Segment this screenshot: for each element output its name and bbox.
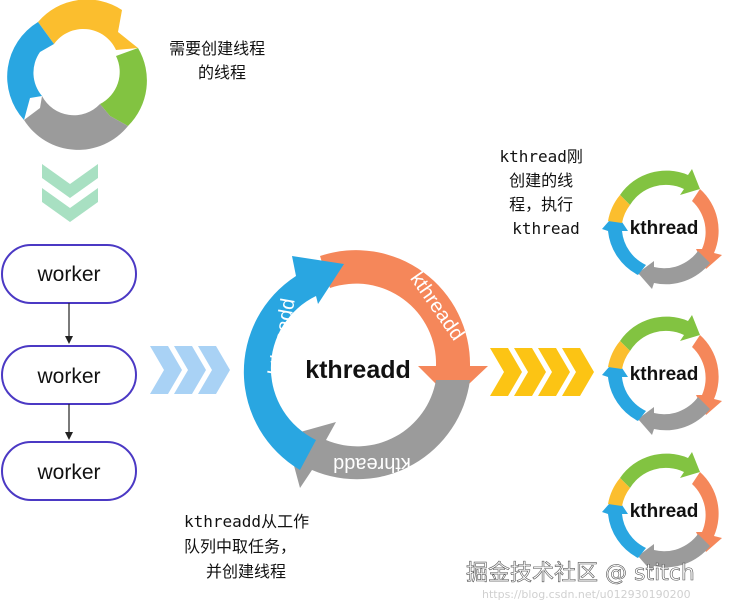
worker-label: worker xyxy=(36,461,100,484)
kthread-cycle: kthread xyxy=(602,169,722,289)
caption-line: 队列中取任务， xyxy=(184,537,296,556)
cycle-segment-blue xyxy=(7,22,54,120)
right-chevron-arrow xyxy=(150,346,230,394)
kthread-label: kthread xyxy=(630,218,699,239)
caption-line: 创建的线 xyxy=(509,171,573,190)
caption-line: 的线程 xyxy=(198,63,246,82)
segment-label: kthreadd xyxy=(333,453,411,475)
watermark: 掘金技术社区 @ stitch https://blog.csdn.net/u0… xyxy=(466,561,695,601)
thread-cycle-icon xyxy=(7,0,147,150)
caption-line: 程，执行 xyxy=(509,195,573,214)
kthreadd-cycle: kthreadd kthreadd kthreadd kthreadd xyxy=(243,250,488,488)
caption-line: kthreadd从工作 xyxy=(184,512,309,531)
kthread-cycle: kthread xyxy=(602,452,722,572)
cycle-segment-yellow xyxy=(38,0,138,50)
cycle-segment-gray xyxy=(24,96,128,150)
kthread-cycle: kthread xyxy=(602,315,722,435)
kthreadd-segment-gray xyxy=(286,380,470,488)
kthreadd-title: kthreadd xyxy=(305,356,411,384)
down-chevron-arrow xyxy=(42,164,98,222)
caption-line: 需要创建线程 xyxy=(169,39,265,58)
right-chevron-arrow xyxy=(490,348,594,396)
watermark-url: https://blog.csdn.net/u012930190200 xyxy=(482,588,691,601)
worker-queue: worker worker worker xyxy=(1,244,137,501)
kthreadd-segment-orange xyxy=(320,250,488,400)
kthreadd-segment-blue xyxy=(243,256,344,470)
cycle-segment-green xyxy=(100,48,147,126)
kthread-label: kthread xyxy=(630,501,699,522)
caption-line: kthread xyxy=(512,219,579,238)
worker-label: worker xyxy=(36,263,100,286)
caption-kthreadd-action: kthreadd从工作 队列中取任务， 并创建线程 xyxy=(184,512,319,581)
worker-label: worker xyxy=(36,365,100,388)
caption-line: kthread刚 xyxy=(499,147,582,166)
arrow-down-icon xyxy=(65,336,73,344)
watermark-text: 掘金技术社区 @ stitch xyxy=(466,561,695,586)
caption-kthread-created: kthread刚 创建的线 程，执行 kthread xyxy=(499,147,592,238)
caption-thread-to-create: 需要创建线程 的线程 xyxy=(169,39,275,82)
kthread-label: kthread xyxy=(630,364,699,385)
arrow-down-icon xyxy=(65,432,73,440)
worker-box xyxy=(1,441,137,501)
caption-line: 并创建线程 xyxy=(206,562,286,581)
